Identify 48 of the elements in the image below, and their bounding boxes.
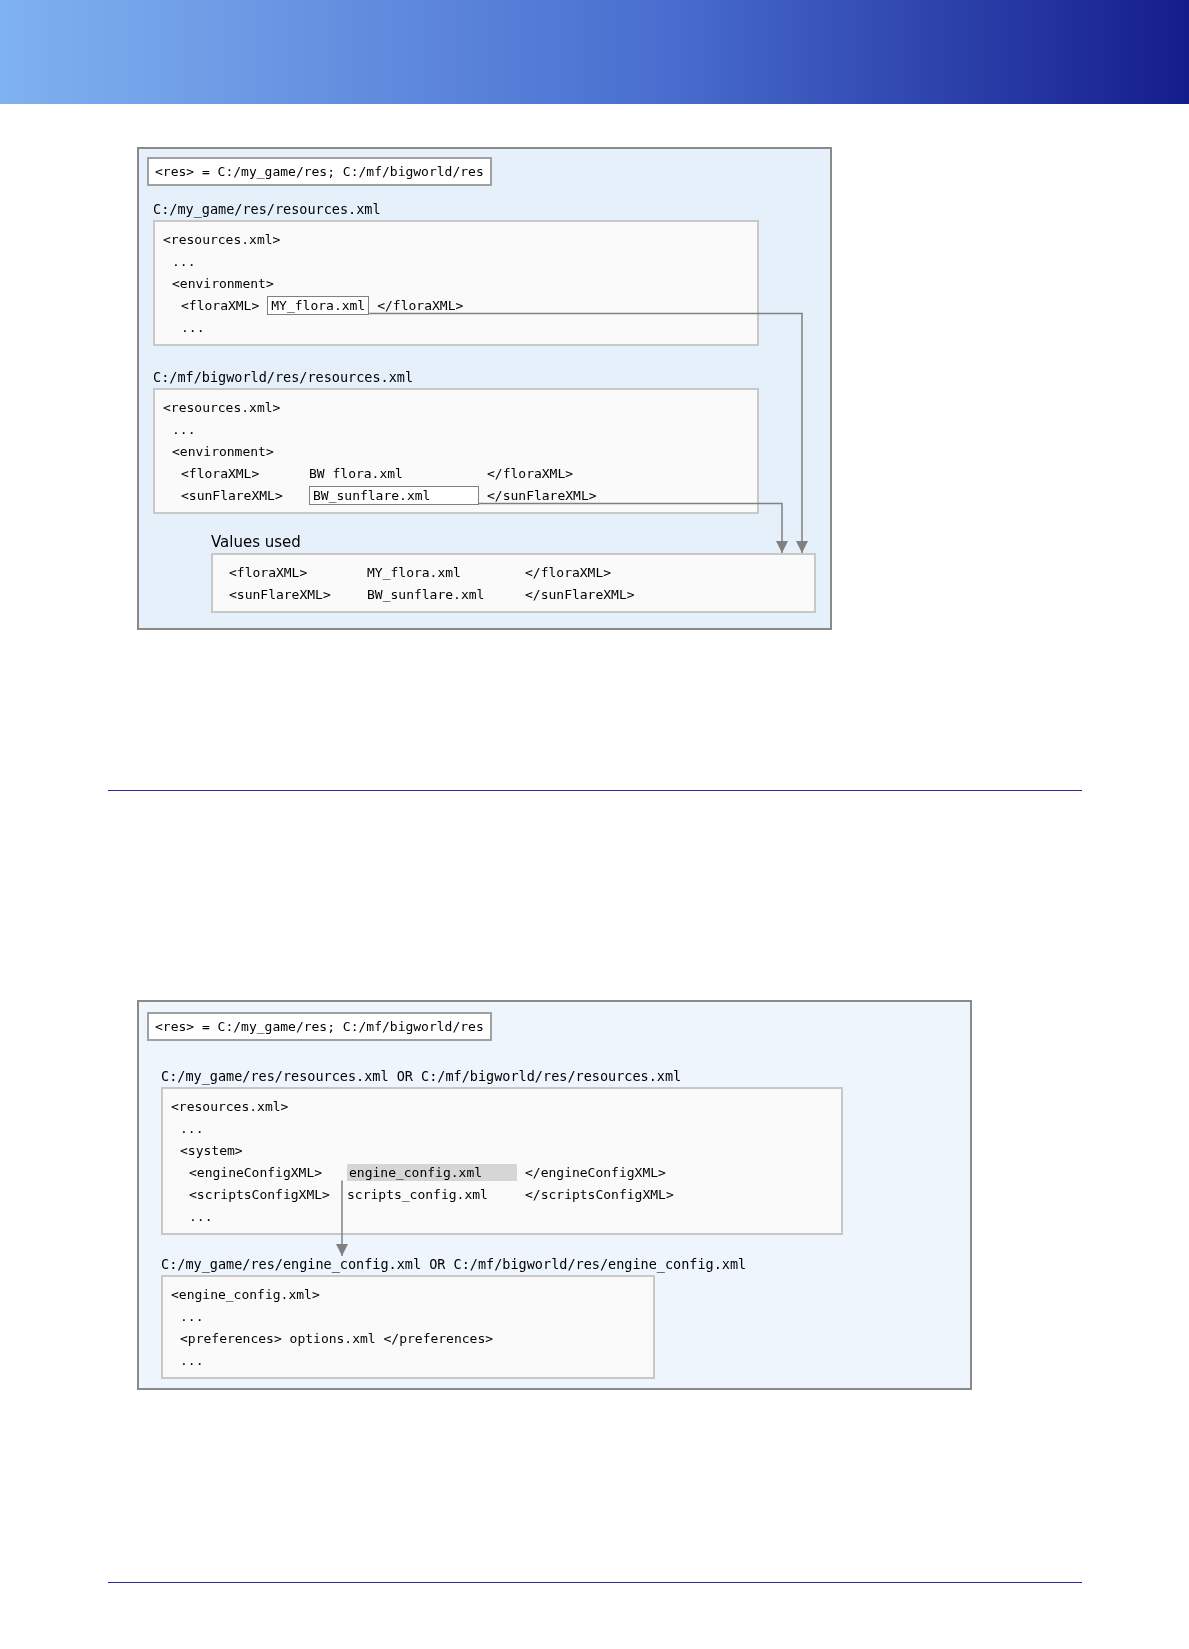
code-text: ... (180, 1308, 204, 1324)
section-label: Values used (211, 533, 302, 551)
value-highlight: MY_flora.xml (267, 295, 370, 315)
file-path-heading: C:/my_game/res/resources.xml OR C:/mf/bigworld/res/resources.xml (161, 1068, 683, 1084)
code-text: <resources.xml> (163, 399, 281, 415)
file-path-heading: C:/my_game/res/resources.xml (153, 201, 382, 217)
code-text: ... (189, 1208, 213, 1224)
code-text: <scriptsConfigXML> (189, 1186, 331, 1202)
code-text: </scriptsConfigXML> (525, 1186, 674, 1202)
arrow (478, 502, 788, 554)
code-text: </sunFlareXML> (525, 586, 635, 602)
code-text: <engine_config.xml> (171, 1286, 320, 1302)
code-text: </engineConfigXML> (525, 1164, 666, 1180)
code-text: ... (172, 253, 196, 269)
file-path-heading: C:/mf/bigworld/res/resources.xml (153, 369, 415, 385)
code-text: <floraXML> (229, 564, 309, 580)
path-definition-box: <res> = C:/my_game/res; C:/mf/bigworld/res (147, 157, 492, 186)
code-text: <engineConfigXML> (189, 1164, 324, 1180)
code-text: <environment> (172, 275, 274, 291)
code-text: <sunFlareXML> (181, 487, 284, 503)
code-text: <environment> (172, 443, 274, 459)
code-text: scripts_config.xml (347, 1186, 489, 1202)
arrow (336, 1179, 348, 1257)
code-text: <floraXML> (181, 297, 260, 313)
code-text: <resources.xml> (163, 231, 281, 247)
code-text: <system> (180, 1142, 243, 1158)
code-text: </floraXML> (377, 297, 464, 313)
code-text: BW_sunflare.xml (367, 586, 486, 602)
code-text: </floraXML> (487, 465, 574, 481)
code-text: </floraXML> (525, 564, 612, 580)
code-text: BW flora.xml (309, 465, 404, 481)
value-highlight: engine_config.xml (347, 1163, 517, 1181)
code-text: ... (180, 1352, 204, 1368)
code-text: <preferences> options.xml </preferences> (180, 1330, 494, 1346)
value-highlight: BW_sunflare.xml (309, 485, 479, 505)
diagram-panel (137, 1000, 972, 1390)
code-text: ... (181, 319, 205, 335)
diagram-panel (137, 147, 832, 630)
code-text: </sunFlareXML> (487, 487, 597, 503)
code-text: <floraXML> (181, 465, 261, 481)
file-path-heading: C:/my_game/res/engine_config.xml OR C:/mf/bigworld/res/engine_config.xml (161, 1256, 747, 1272)
code-text: <resources.xml> (171, 1098, 289, 1114)
code-text: ... (172, 421, 196, 437)
arrow (368, 312, 808, 554)
path-definition-box: <res> = C:/my_game/res; C:/mf/bigworld/res (147, 1012, 492, 1041)
code-text: ... (180, 1120, 204, 1136)
code-text: <sunFlareXML> (229, 586, 332, 602)
code-text: MY_flora.xml (367, 564, 462, 580)
